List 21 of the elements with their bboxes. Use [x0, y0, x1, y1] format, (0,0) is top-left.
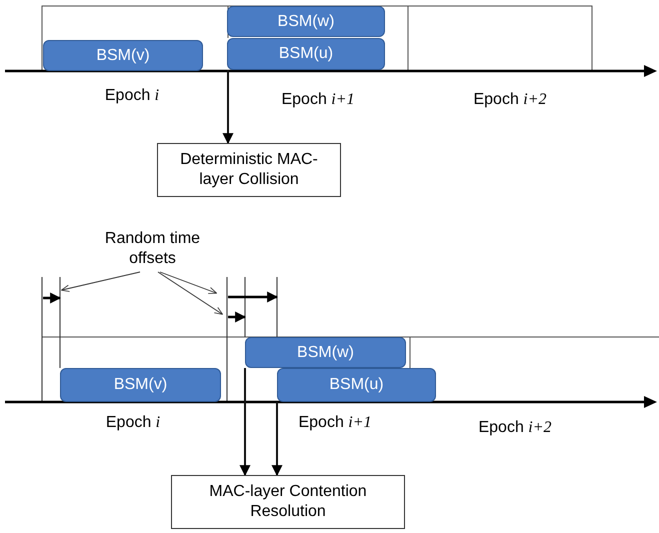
- arrow: [240, 368, 250, 476]
- epoch-label: Epoch i+2: [478, 418, 552, 438]
- epoch-label: Epoch i+1: [298, 413, 372, 433]
- leader-arrow: [160, 272, 218, 294]
- arrow: [272, 402, 282, 476]
- leader-arrow: [60, 272, 140, 292]
- arrow: [222, 70, 234, 144]
- message-block: BSM(v): [60, 368, 221, 402]
- message-block: BSM(v): [43, 40, 203, 71]
- epoch-label: Epoch i: [106, 413, 160, 433]
- leader-arrow: [158, 272, 224, 315]
- annotation-text: Random time offsets: [90, 226, 215, 272]
- message-block: BSM(w): [227, 6, 385, 37]
- epoch-label: Epoch i+2: [473, 90, 547, 110]
- message-block: BSM(w): [245, 337, 406, 368]
- epoch-label: Epoch i+1: [281, 90, 355, 110]
- epoch-label: Epoch i: [104, 86, 160, 106]
- process-box: MAC-layer Contention Resolution: [171, 475, 405, 529]
- message-block: BSM(u): [227, 38, 385, 70]
- message-block: BSM(u): [277, 368, 436, 402]
- process-box: Deterministic MAC-layer Collision: [157, 143, 341, 197]
